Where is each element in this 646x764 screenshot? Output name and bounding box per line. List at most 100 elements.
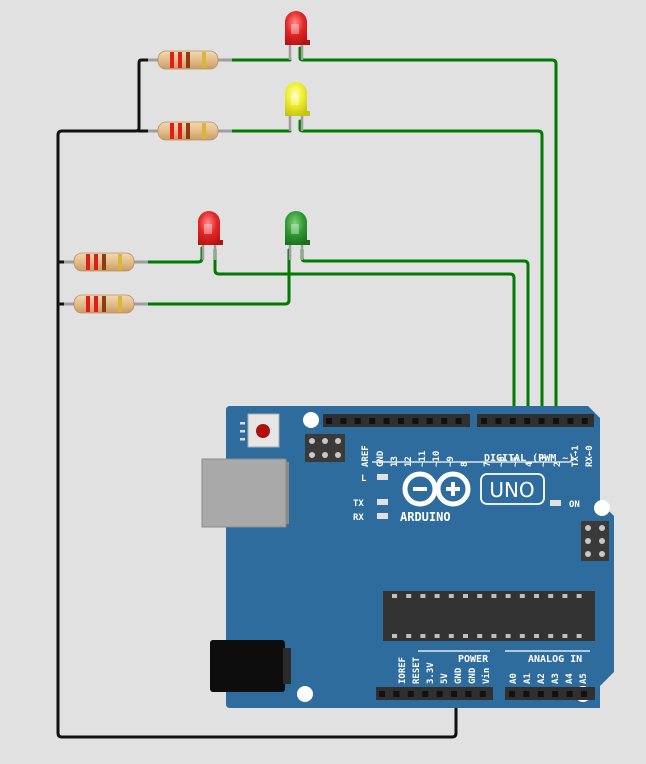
header-pin[interactable] [465, 691, 472, 697]
analog-header [505, 687, 595, 700]
header-pin[interactable] [524, 418, 531, 424]
header-pin[interactable] [552, 691, 559, 697]
header-pin[interactable] [426, 418, 433, 424]
pin-label-10: ~10 [432, 451, 442, 467]
resistor-1[interactable] [148, 50, 232, 70]
header-pin[interactable] [479, 691, 486, 697]
power-label-gnd: GND [468, 667, 478, 684]
header-pin[interactable] [495, 418, 502, 424]
svg-text:L: L [361, 474, 367, 484]
resistor-2[interactable] [148, 121, 232, 141]
pin-label-7: 7 [483, 462, 493, 467]
led-green[interactable] [285, 211, 310, 260]
resistor-4[interactable] [64, 294, 148, 314]
header-pin[interactable] [393, 691, 400, 697]
mount-hole [303, 412, 319, 428]
wire-red-left-pin5[interactable] [213, 248, 516, 420]
ground-wire[interactable] [56, 58, 458, 739]
header-pin[interactable] [441, 418, 448, 424]
header-pin[interactable] [581, 418, 588, 424]
header-pin[interactable] [481, 418, 487, 424]
digital-header-right [477, 414, 594, 427]
pin-label-4: 4 [525, 461, 535, 467]
wire-yellow-pin3[interactable] [298, 119, 544, 420]
led-l-indicator: L [361, 474, 388, 484]
header-pin[interactable] [354, 418, 361, 424]
header-pin[interactable] [412, 418, 419, 424]
svg-text:ON: ON [569, 500, 580, 510]
header-pin[interactable] [379, 691, 385, 697]
power-header-label: POWER [458, 654, 489, 665]
usb-connector [201, 458, 287, 528]
power-jack [210, 640, 285, 692]
power-label-33v: 3.3V [426, 662, 436, 684]
led-red-left[interactable] [198, 211, 223, 260]
power-label-reset: RESET [412, 656, 422, 684]
pin-label-11: ~11 [418, 451, 428, 467]
led-yellow[interactable] [285, 82, 310, 131]
model-badge [480, 473, 545, 505]
analog-label-a2: A2 [537, 673, 547, 684]
header-pin[interactable] [451, 691, 457, 697]
header-pin[interactable] [538, 418, 545, 424]
mount-hole [594, 500, 610, 516]
arduino-logo-icon [402, 471, 471, 507]
header-pin[interactable] [340, 418, 347, 424]
digital-label: DIGITAL (PWM ~) [484, 453, 574, 464]
header-pin[interactable] [509, 418, 516, 424]
analog-header-label: ANALOG IN [528, 654, 582, 665]
header-pin[interactable] [455, 418, 462, 424]
analog-pin-labels: A0 A1 A2 A3 A4 A5 [509, 673, 589, 684]
analog-label-a4: A4 [565, 673, 575, 684]
header-pin[interactable] [523, 691, 530, 697]
header-pin[interactable] [369, 418, 376, 424]
pin-label-rx0: RX←0 [585, 445, 595, 467]
mount-hole [297, 686, 313, 702]
led-on-indicator: ON [550, 500, 580, 510]
pin-label-tx1: TX→1 [571, 445, 581, 467]
pin-label-aref: AREF [361, 445, 371, 467]
model-name: UNO [489, 478, 534, 502]
power-label-gnd: GND [454, 667, 464, 684]
header-pin[interactable] [567, 418, 574, 424]
power-label-5v: 5V [440, 673, 450, 684]
header-pin[interactable] [566, 691, 573, 697]
analog-label-a3: A3 [551, 673, 561, 684]
pin-label-2: 2 [553, 462, 563, 467]
power-label-ioref: IOREF [398, 657, 408, 684]
analog-label-a0: A0 [509, 673, 519, 684]
wire-red-top-pin2[interactable] [298, 46, 558, 420]
header-pin[interactable] [407, 691, 414, 697]
microcontroller-chip [383, 591, 595, 641]
led-rx-indicator: RX [353, 513, 388, 523]
pin-label-gnd: GND [376, 450, 386, 467]
icsp-header [305, 434, 345, 462]
svg-text:RX: RX [353, 513, 364, 523]
wire-red-left-resistor[interactable] [145, 246, 204, 264]
led-tx-indicator: TX [353, 499, 388, 509]
brand-name: ARDUINO [400, 510, 451, 524]
led-red-top[interactable] [285, 11, 310, 60]
header-pin[interactable] [509, 691, 515, 697]
header-pin[interactable] [383, 418, 390, 424]
header-pin[interactable] [398, 418, 404, 424]
pin-label-8: 8 [460, 462, 470, 467]
digital-header-left [323, 414, 470, 427]
analog-label-a5: A5 [579, 673, 589, 684]
header-pin[interactable] [422, 691, 429, 697]
header-pin[interactable] [326, 418, 332, 424]
power-label-vin: Vin [481, 668, 492, 684]
icsp-header-right [581, 521, 609, 561]
resistor-3[interactable] [64, 252, 148, 272]
header-pin[interactable] [436, 691, 443, 697]
wire-green-resistor[interactable] [145, 248, 291, 306]
svg-text:TX: TX [353, 499, 364, 509]
header-pin[interactable] [581, 691, 587, 697]
power-header [376, 687, 493, 700]
header-pin[interactable] [553, 418, 559, 424]
header-pin[interactable] [537, 691, 544, 697]
analog-label-a1: A1 [523, 673, 533, 684]
